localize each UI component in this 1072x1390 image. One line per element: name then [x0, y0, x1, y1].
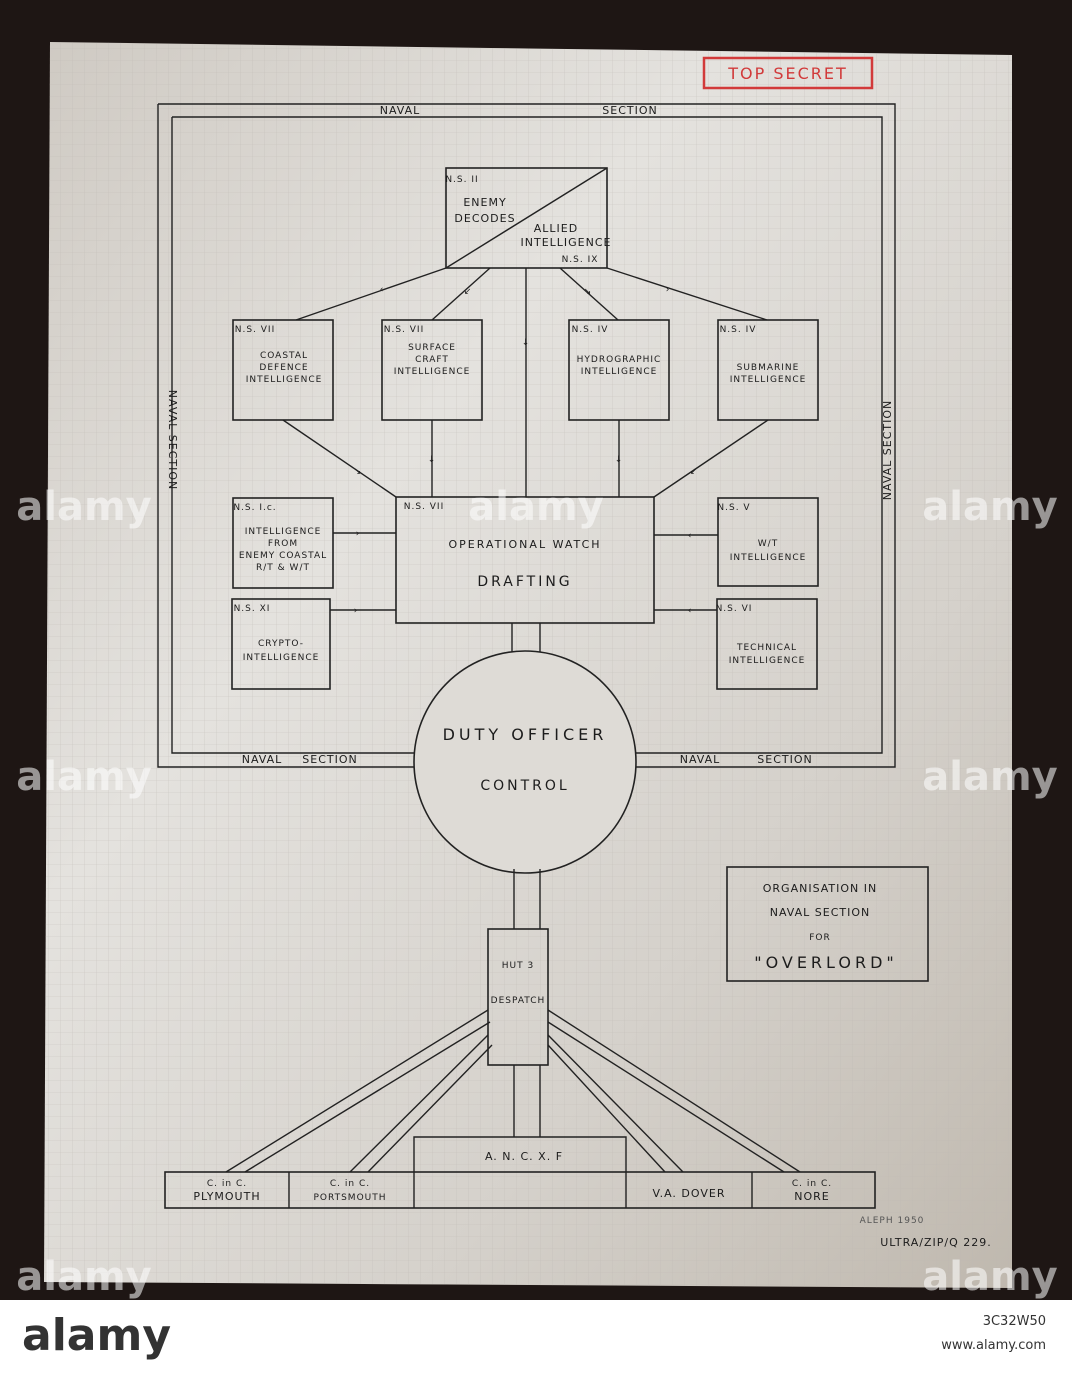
- ancxf-label: A. N. C. X. F: [485, 1150, 563, 1163]
- box-line: TECHNICAL: [736, 643, 797, 653]
- box-line: INTELLIGENCE: [394, 367, 471, 377]
- border-bottom-left-naval: NAVAL: [242, 753, 283, 766]
- legend-line1: ORGANISATION IN: [763, 882, 878, 895]
- box-code: N.S. VII: [384, 325, 425, 335]
- svg-text:NORE: NORE: [794, 1190, 829, 1203]
- enemy-label: ENEMY: [463, 196, 506, 209]
- hut-line1: HUT 3: [502, 961, 534, 971]
- stamp-text: TOP SECRET: [727, 64, 848, 83]
- watermark: alamy: [468, 484, 603, 530]
- border-right-label: NAVAL SECTION: [881, 400, 894, 500]
- output-nore: C. in C. NORE: [792, 1179, 832, 1203]
- document-photo: TOP SECRET NAVAL SECTION NAVAL SECTION N…: [0, 0, 1072, 1300]
- arrow-icon: ›: [666, 285, 671, 295]
- legend-line4: "OVERLORD": [754, 953, 898, 972]
- stock-id: 3C32W50: [941, 1310, 1046, 1334]
- watermark: alamy: [922, 484, 1057, 530]
- duty-officer-circle: DUTY OFFICER CONTROL: [414, 651, 636, 873]
- watermark: alamy: [16, 754, 151, 800]
- legend-line3: FOR: [809, 933, 831, 943]
- box-line: CRAFT: [415, 355, 449, 365]
- watermark: alamy: [16, 484, 151, 530]
- decodes-label: DECODES: [454, 212, 515, 225]
- top-box-code-bottom: N.S. IX: [562, 255, 599, 265]
- svg-text:C. in C.: C. in C.: [330, 1179, 370, 1189]
- hut-line2: DESPATCH: [491, 996, 546, 1006]
- box-line: SUBMARINE: [737, 363, 800, 373]
- stock-url: www.alamy.com: [941, 1334, 1046, 1358]
- box-line: INTELLIGENCE: [245, 527, 322, 537]
- top-box-code-top: N.S. II: [445, 175, 478, 185]
- arrow-icon: ↙: [464, 287, 473, 297]
- box-line: SURFACE: [408, 343, 456, 353]
- box-line: COASTAL: [260, 351, 308, 361]
- center-box-code: N.S. VII: [404, 502, 445, 512]
- arrow-right-icon: ›: [354, 606, 359, 616]
- svg-text:PORTSMOUTH: PORTSMOUTH: [313, 1193, 386, 1203]
- box-line: INTELLIGENCE: [243, 653, 320, 663]
- box-line: ENEMY COASTAL: [239, 551, 327, 561]
- border-bottom-left-section: SECTION: [302, 753, 357, 766]
- svg-text:C. in C.: C. in C.: [792, 1179, 832, 1189]
- box-line: INTELLIGENCE: [581, 367, 658, 377]
- box-line: INTELLIGENCE: [729, 656, 806, 666]
- box-line: FROM: [268, 539, 298, 549]
- box-line: DEFENCE: [259, 363, 308, 373]
- arrow-icon: ↙: [690, 467, 699, 477]
- border-bottom-right-naval: NAVAL: [680, 753, 721, 766]
- border-bottom-right-section: SECTION: [757, 753, 812, 766]
- box-code: N.S. IV: [720, 325, 757, 335]
- allied-label: ALLIED: [534, 222, 578, 235]
- arrow-icon: ↘: [584, 287, 593, 297]
- box-code: N.S. IV: [572, 325, 609, 335]
- circle-line1: DUTY OFFICER: [443, 725, 608, 744]
- arrow-right-icon: ›: [356, 529, 361, 539]
- watermark: alamy: [922, 754, 1057, 800]
- box-line: W/T: [758, 539, 778, 549]
- box-line: INTELLIGENCE: [730, 553, 807, 563]
- legend-line2: NAVAL SECTION: [770, 906, 870, 919]
- border-top-section: SECTION: [602, 104, 657, 117]
- box-line: INTELLIGENCE: [730, 375, 807, 385]
- stock-footer: alamy 3C32W50 www.alamy.com: [0, 1300, 1072, 1390]
- stock-info: 3C32W50 www.alamy.com: [941, 1310, 1046, 1358]
- border-top-naval: NAVAL: [380, 104, 421, 117]
- reference-small: ALEPH 1950: [860, 1216, 925, 1226]
- arrow-down-icon: ↓: [522, 338, 531, 348]
- arrow-icon: ‹: [380, 285, 385, 295]
- box-line: R/T & W/T: [256, 563, 310, 573]
- watermark: alamy: [16, 1254, 151, 1300]
- watermark: alamy: [922, 1254, 1057, 1300]
- circle-line2: CONTROL: [480, 778, 569, 794]
- svg-text:C. in C.: C. in C.: [207, 1179, 247, 1189]
- svg-text:PLYMOUTH: PLYMOUTH: [193, 1190, 260, 1203]
- reference-code: ULTRA/ZIP/Q 229.: [880, 1236, 992, 1249]
- arrow-left-icon: ‹: [688, 606, 693, 616]
- stock-logo: alamy: [22, 1310, 171, 1361]
- svg-text:V.A. DOVER: V.A. DOVER: [653, 1187, 726, 1200]
- center-box-line2: DRAFTING: [477, 574, 572, 590]
- intelligence-label: INTELLIGENCE: [521, 236, 612, 249]
- arrow-down-icon: ↓: [428, 455, 437, 465]
- box-line: CRYPTO-: [258, 639, 304, 649]
- box-code: N.S. I.c.: [233, 503, 276, 513]
- arrow-left-icon: ‹: [688, 531, 693, 541]
- box-code: N.S. V: [717, 503, 750, 513]
- center-box-line1: OPERATIONAL WATCH: [448, 538, 601, 551]
- arrow-down-icon: ↓: [615, 455, 624, 465]
- border-left-label: NAVAL SECTION: [166, 390, 179, 490]
- output-dover: V.A. DOVER: [653, 1187, 726, 1200]
- box-line: INTELLIGENCE: [246, 375, 323, 385]
- box-code: N.S. XI: [234, 604, 271, 614]
- box-code: N.S. VII: [235, 325, 276, 335]
- box-code: N.S. VI: [716, 604, 753, 614]
- box-line: HYDROGRAPHIC: [577, 355, 662, 365]
- arrow-icon: ↘: [354, 467, 363, 477]
